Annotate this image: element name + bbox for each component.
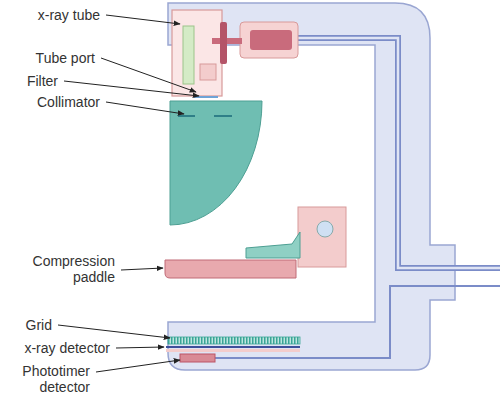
part-label: Grid: [10, 317, 52, 333]
x-ray-beam: [170, 101, 262, 225]
c-arm-housing: [168, 3, 455, 370]
leader-line: [58, 15, 199, 372]
compression-paddle: [165, 207, 346, 278]
collimator: [178, 115, 232, 117]
part-label: x-ray tube: [20, 7, 100, 23]
part-label: Tube port: [15, 50, 95, 66]
x-ray-detector: [166, 346, 300, 348]
part-label: x-ray detector: [5, 340, 110, 356]
grid: [168, 337, 300, 344]
cable: [215, 38, 500, 358]
part-label: Filter: [5, 73, 58, 89]
part-label: Collimator: [10, 94, 100, 110]
detector-layer: [166, 349, 300, 352]
phototimer-detector: [180, 354, 215, 362]
x-ray-tube: [172, 10, 298, 96]
part-label: Phototimer detector: [5, 363, 90, 395]
part-label: Compression paddle: [15, 253, 115, 285]
